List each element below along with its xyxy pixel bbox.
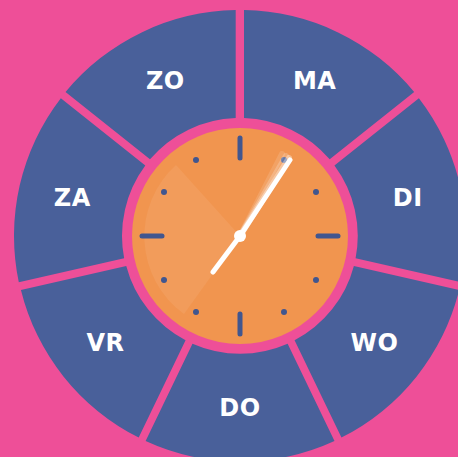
day-label: DO [219,394,260,422]
day-sector: DI [332,95,458,286]
minute-hand [240,160,290,236]
day-label: WO [351,329,399,357]
day-label: ZA [54,184,91,212]
sector-fill [14,98,145,282]
day-sector: ZA [14,95,148,286]
day-label: MA [293,67,336,95]
day-label: ZO [146,67,185,95]
day-label: DI [393,184,423,212]
day-label: VR [86,329,124,357]
day-sector: VR [20,262,189,439]
clock-dots [161,157,319,315]
minute-blur [240,154,289,236]
clock-center [234,230,246,242]
clock-face [132,128,348,344]
sector-fill [335,98,458,282]
clock-ticks [142,138,338,334]
hour-hand [213,236,240,272]
clock-shade [144,165,240,314]
sector-fill [21,266,186,438]
